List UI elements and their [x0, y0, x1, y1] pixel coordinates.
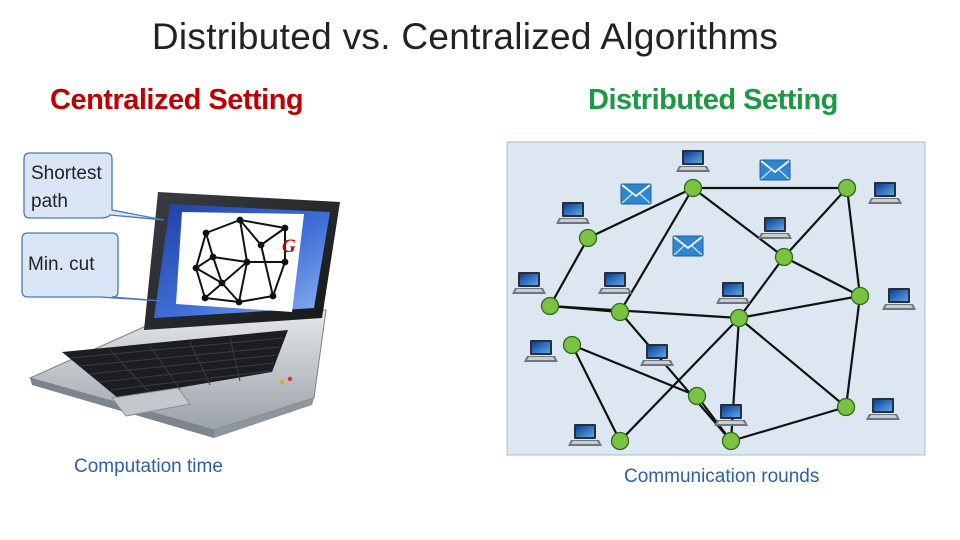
laptop-icon: [28, 192, 340, 438]
svg-text:Shortest path: Shortest path: [31, 163, 107, 212]
centralized-heading: Centralized Setting: [50, 84, 304, 116]
network-nodes: [540, 178, 870, 451]
callout-min-cut: Min. cut: [21, 232, 163, 302]
callout-line: path: [31, 191, 68, 212]
callout-line: Shortest: [31, 163, 102, 184]
slide-title: Distributed vs. Centralized Algorithms: [151, 16, 779, 57]
graph-label: G: [282, 236, 296, 257]
distributed-heading: Distributed Setting: [588, 84, 838, 116]
computation-time-caption: Computation time: [74, 456, 223, 477]
screen-graph-nodes: [192, 216, 289, 306]
envelope-icon: [672, 235, 704, 257]
envelope-icon: [620, 183, 652, 205]
callout-line: Min. cut: [28, 254, 95, 275]
envelope-icon: [759, 159, 791, 181]
callout-shortest-path: Shortest path: [23, 152, 165, 221]
network-edges: [549, 186, 862, 443]
communication-rounds-caption: Communication rounds: [624, 466, 820, 487]
